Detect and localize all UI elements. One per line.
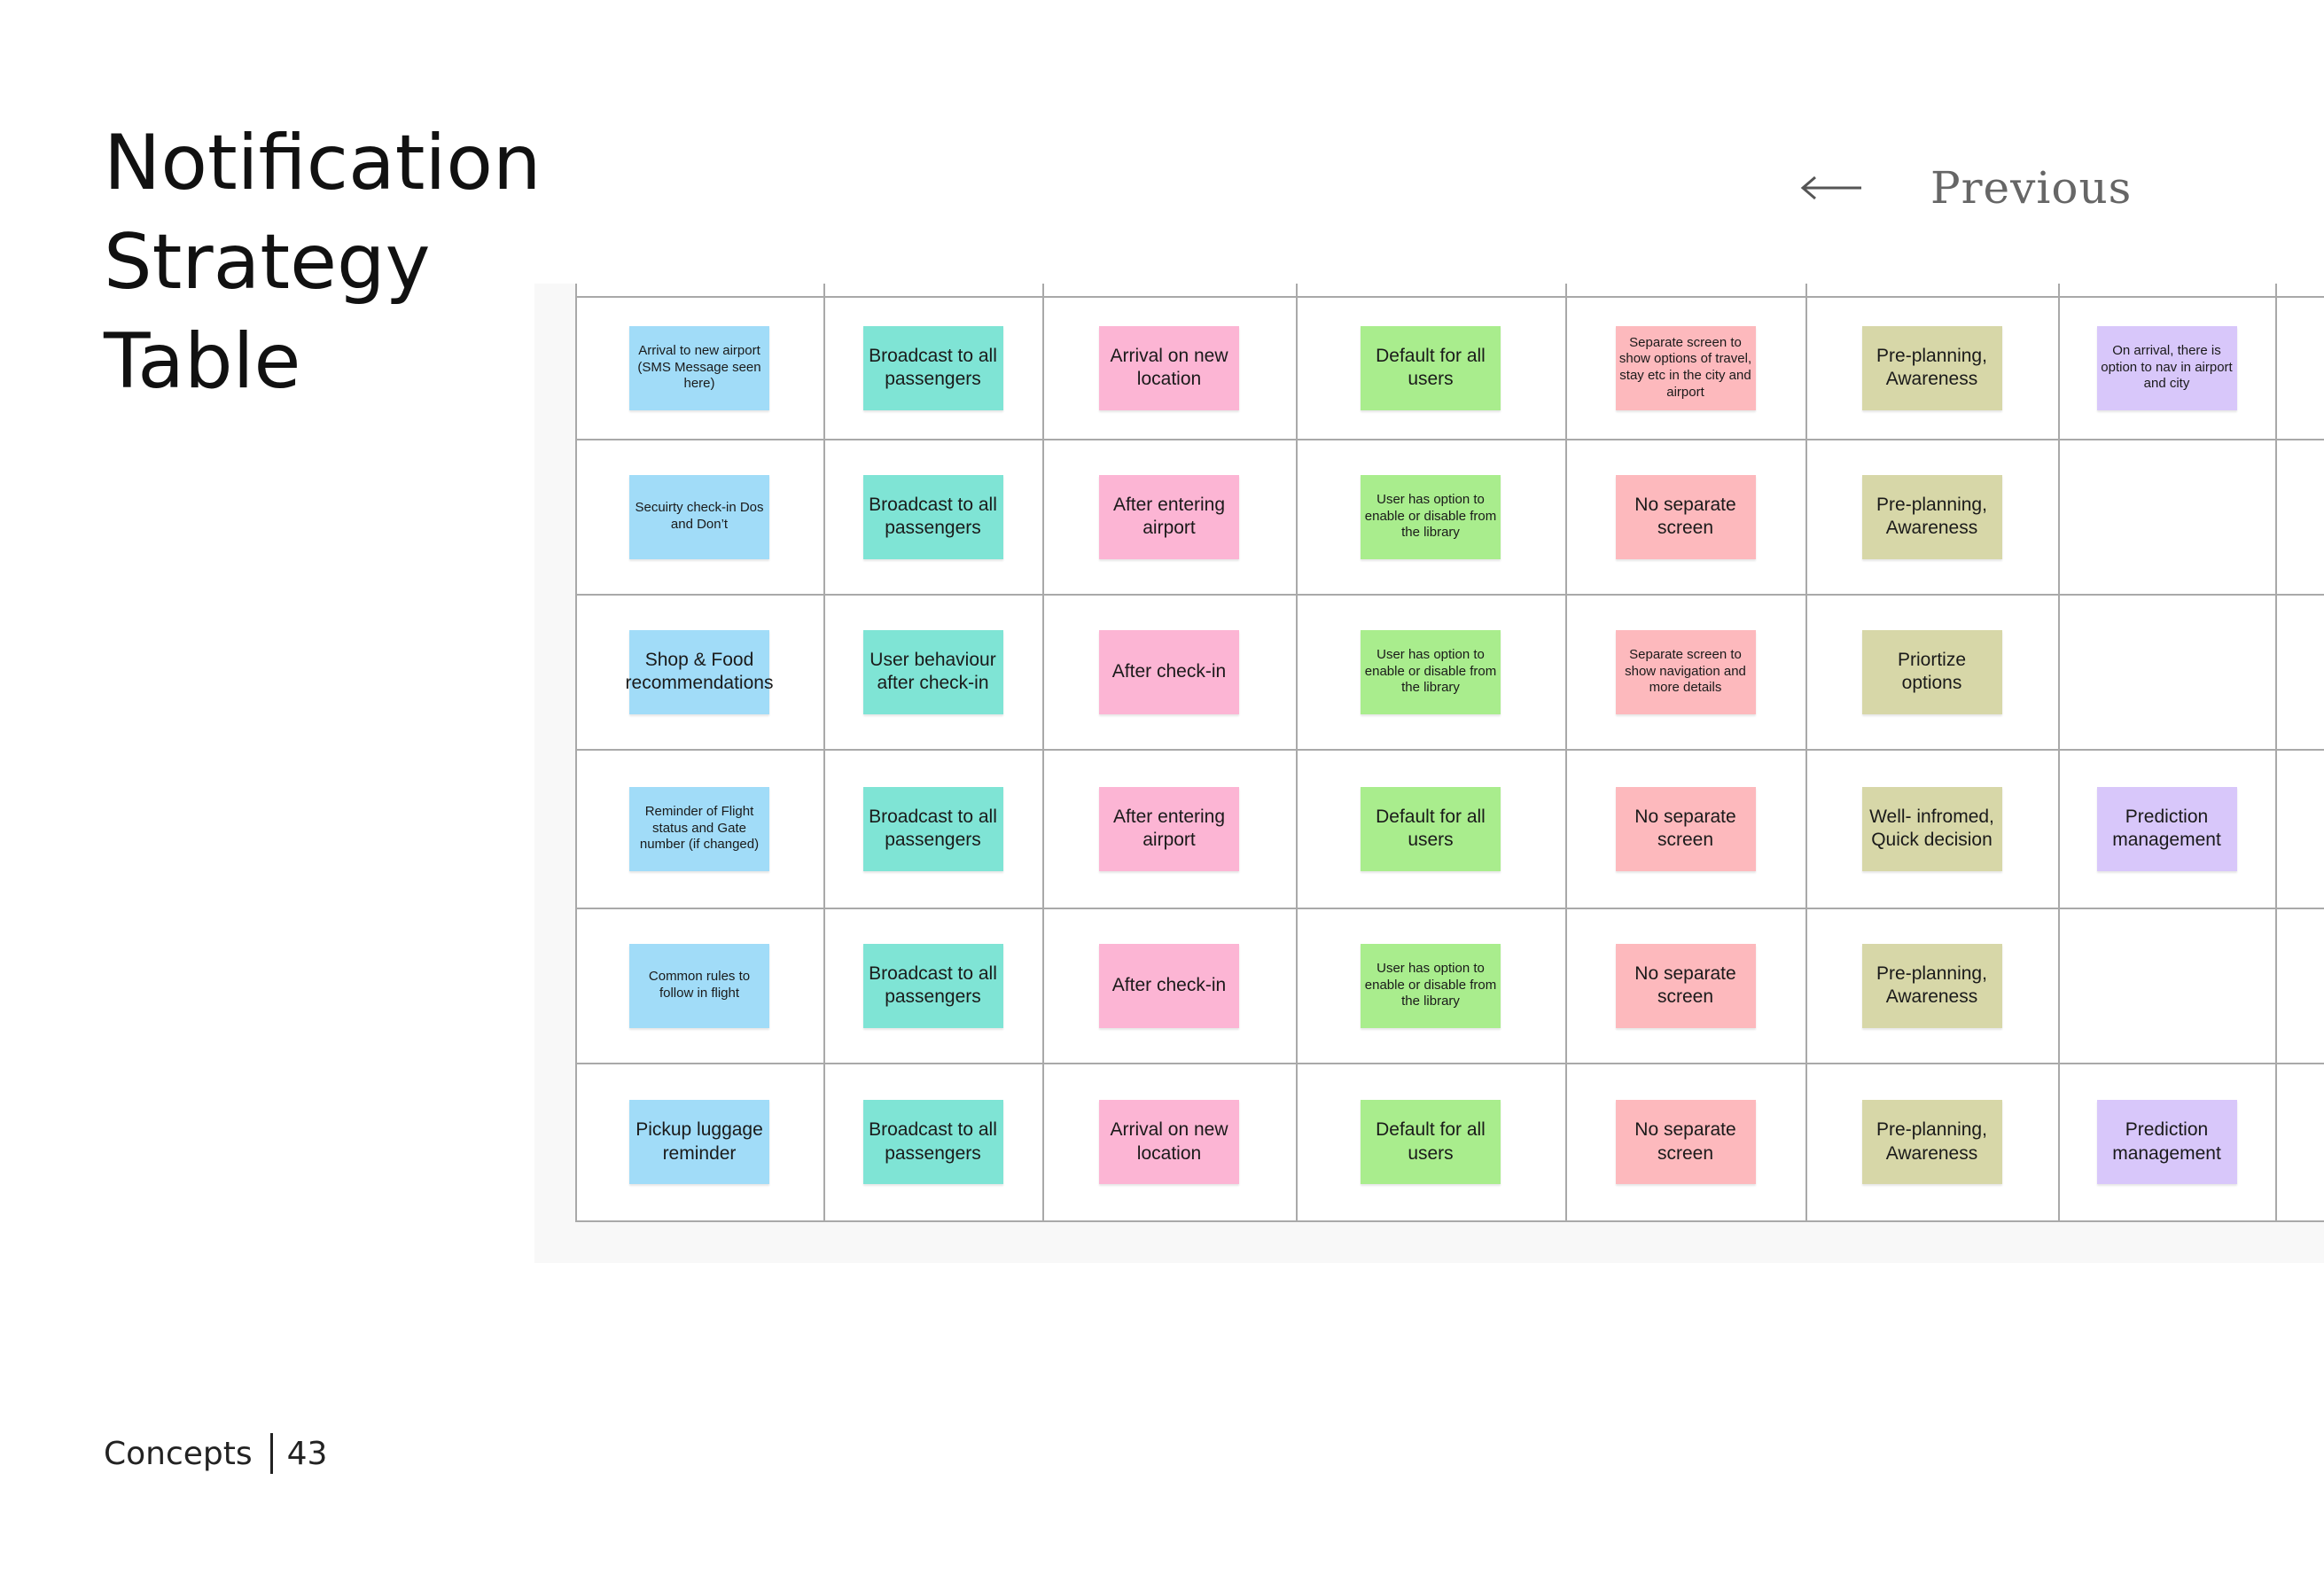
sticky-note-trigger[interactable]: Arrival on new location	[1099, 1100, 1239, 1184]
sticky-note-screen[interactable]: Separate screen to show navigation and m…	[1615, 629, 1756, 714]
sticky-note-item[interactable]: Shop & Food recommendations	[626, 629, 773, 714]
page-number: 43	[286, 1435, 328, 1472]
sticky-note-goal[interactable]: Priortize options	[1861, 629, 2002, 714]
strategy-board[interactable]: Arrival to new airport (SMS Message seen…	[534, 284, 2324, 1263]
sticky-note-goal[interactable]: Pre-planning, Awareness	[1861, 943, 2002, 1028]
title-line: Table	[104, 317, 301, 406]
sticky-note-extra[interactable]: On arrival, there is option to nav in ai…	[2096, 325, 2237, 410]
sticky-note-item[interactable]: Secuirty check-in Dos and Don’t	[629, 474, 769, 559]
sticky-note-trigger[interactable]: After entering airport	[1099, 474, 1239, 559]
sticky-note-trigger[interactable]: After check-in	[1099, 943, 1239, 1028]
sticky-note-item[interactable]: Reminder of Flight status and Gate numbe…	[629, 786, 769, 871]
sticky-note-trigger[interactable]: After entering airport	[1099, 786, 1239, 871]
title-line: Notification	[104, 119, 542, 207]
sticky-note-goal[interactable]: Well- infromed, Quick decision	[1861, 786, 2002, 871]
grid-row-line	[575, 296, 2324, 298]
grid-column-line	[575, 284, 577, 1221]
sticky-note-setting[interactable]: Default for all users	[1361, 1100, 1501, 1184]
grid-column-line	[1805, 284, 1807, 1221]
sticky-note-audience[interactable]: Broadcast to all passengers	[862, 786, 1003, 871]
previous-label: Previous	[1930, 162, 2133, 214]
sticky-note-goal[interactable]: Pre-planning, Awareness	[1861, 325, 2002, 410]
sticky-note-audience[interactable]: Broadcast to all passengers	[862, 325, 1003, 410]
sticky-note-screen[interactable]: No separate screen	[1615, 786, 1756, 871]
sticky-note-audience[interactable]: User behaviour after check-in	[862, 629, 1003, 714]
sticky-note-trigger[interactable]: After check-in	[1099, 629, 1239, 714]
page-footer: Concepts 43	[104, 1429, 327, 1478]
grid-row-line	[575, 594, 2324, 596]
sticky-note-setting[interactable]: User has option to enable or disable fro…	[1361, 943, 1501, 1028]
sticky-note-audience[interactable]: Broadcast to all passengers	[862, 943, 1003, 1028]
sticky-note-trigger[interactable]: Arrival on new location	[1099, 325, 1239, 410]
grid-row-line	[575, 1063, 2324, 1064]
sticky-note-item[interactable]: Pickup luggage reminder	[629, 1100, 769, 1184]
grid-row-line	[575, 439, 2324, 440]
grid-row-line	[575, 1220, 2324, 1222]
strategy-grid: Arrival to new airport (SMS Message seen…	[575, 284, 2324, 1222]
grid-column-line	[2275, 284, 2277, 1221]
sticky-note-screen[interactable]: No separate screen	[1615, 1100, 1756, 1184]
sticky-note-item[interactable]: Common rules to follow in flight	[629, 943, 769, 1028]
title-line: Strategy	[104, 218, 431, 307]
arrow-left-icon	[1800, 175, 1861, 200]
grid-row-line	[575, 749, 2324, 751]
sticky-note-setting[interactable]: User has option to enable or disable fro…	[1361, 629, 1501, 714]
sticky-note-setting[interactable]: Default for all users	[1361, 786, 1501, 871]
grid-column-line	[823, 284, 825, 1221]
page-title: Notification Strategy Table	[104, 113, 541, 411]
sticky-note-setting[interactable]: User has option to enable or disable fro…	[1361, 474, 1501, 559]
grid-column-line	[2058, 284, 2060, 1221]
sticky-note-screen[interactable]: No separate screen	[1615, 943, 1756, 1028]
grid-row-line	[575, 908, 2324, 909]
grid-column-line	[1565, 284, 1567, 1221]
sticky-note-screen[interactable]: No separate screen	[1615, 474, 1756, 559]
sticky-note-setting[interactable]: Default for all users	[1361, 325, 1501, 410]
sticky-note-goal[interactable]: Pre-planning, Awareness	[1861, 1100, 2002, 1184]
footer-divider	[269, 1433, 273, 1474]
footer-section: Concepts	[104, 1435, 253, 1472]
sticky-note-screen[interactable]: Separate screen to show options of trave…	[1615, 325, 1756, 410]
sticky-note-goal[interactable]: Pre-planning, Awareness	[1861, 474, 2002, 559]
previous-link[interactable]: Previous	[1799, 152, 2132, 223]
sticky-note-extra[interactable]: Prediction management	[2096, 786, 2237, 871]
sticky-note-audience[interactable]: Broadcast to all passengers	[862, 474, 1003, 559]
grid-column-line	[1296, 284, 1298, 1221]
grid-column-line	[1042, 284, 1044, 1221]
sticky-note-extra[interactable]: Prediction management	[2096, 1100, 2237, 1184]
sticky-note-item[interactable]: Arrival to new airport (SMS Message seen…	[629, 325, 769, 410]
sticky-note-audience[interactable]: Broadcast to all passengers	[862, 1100, 1003, 1184]
